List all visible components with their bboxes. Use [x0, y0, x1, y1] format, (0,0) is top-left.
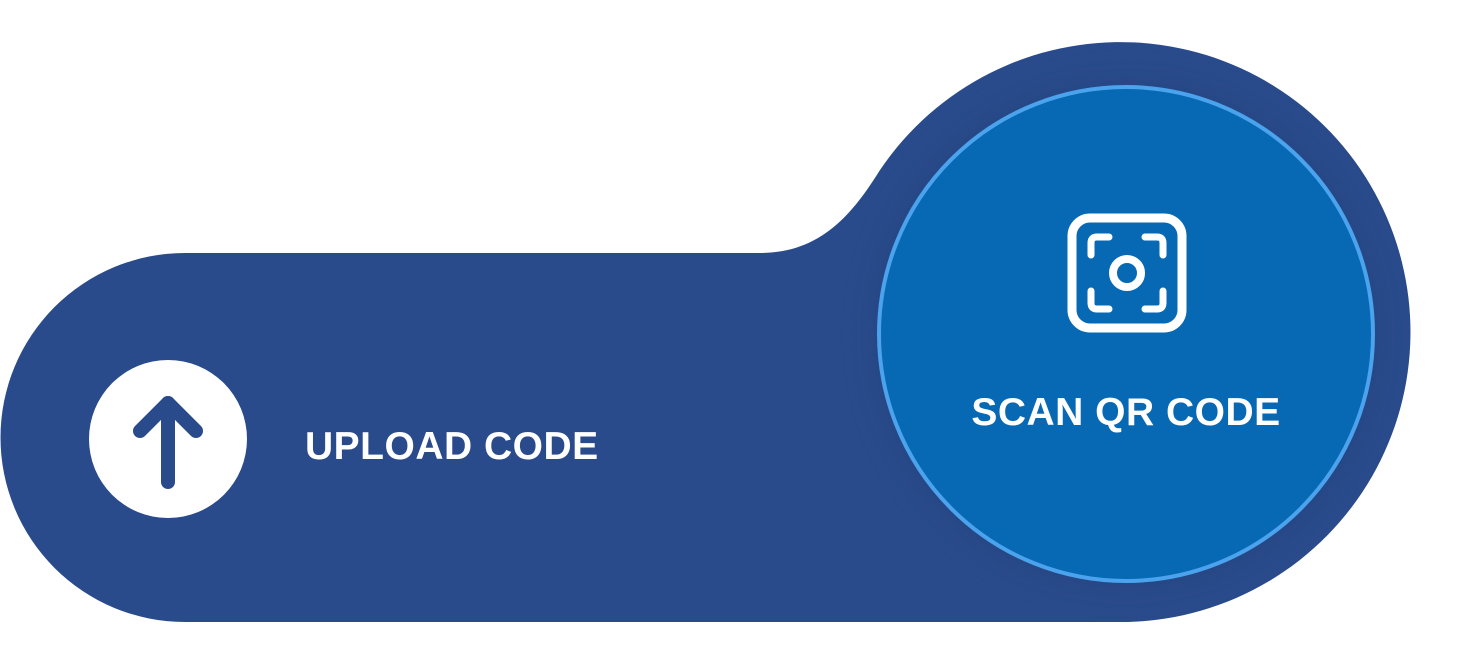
- upload-code-button[interactable]: UPLOAD CODE: [70, 345, 660, 535]
- upload-code-label: UPLOAD CODE: [305, 425, 599, 468]
- camera-scan-icon: [1067, 213, 1187, 333]
- scan-qr-code-button[interactable]: SCAN QR CODE: [878, 86, 1374, 582]
- arrow-up-icon: [133, 396, 203, 489]
- upload-icon-badge: [89, 360, 247, 518]
- scan-qr-code-label: SCAN QR CODE: [971, 391, 1281, 434]
